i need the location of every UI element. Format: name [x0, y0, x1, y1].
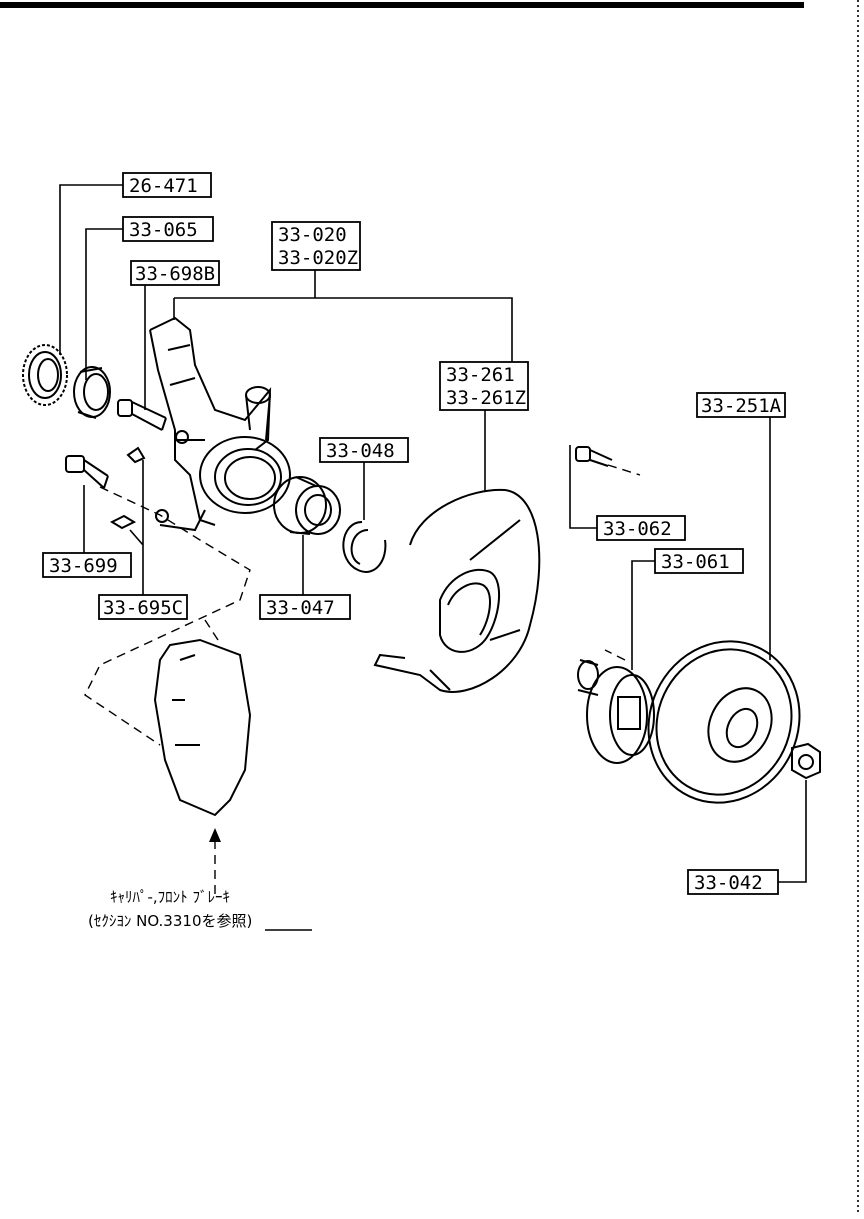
part-label-33-062[interactable]: 33-062	[596, 515, 686, 541]
part-label-33-042[interactable]: 33-042	[687, 869, 779, 895]
part-label-33-261[interactable]: 33-261 33-261Z	[439, 361, 529, 411]
part-number-text: 33-020Z	[278, 247, 358, 269]
hub-bolt-drawing	[575, 446, 613, 467]
part-number-text: 33-698B	[135, 263, 215, 285]
top-border	[0, 2, 804, 8]
part-number-text: 33-061	[661, 551, 730, 573]
part-label-33-065[interactable]: 33-065	[122, 216, 214, 242]
hub-nut-drawing	[791, 742, 821, 780]
snap-ring-drawing	[342, 521, 387, 573]
part-label-33-047[interactable]: 33-047	[259, 594, 351, 620]
steering-knuckle-drawing	[149, 316, 291, 532]
oil-seal-drawing	[73, 366, 111, 419]
part-number-text: 33-261	[446, 364, 515, 386]
part-number-text: 33-047	[266, 597, 335, 619]
sensor-ring-drawing	[22, 344, 68, 406]
part-label-33-020[interactable]: 33-020 33-020Z	[271, 221, 361, 271]
part-number-text: 26-471	[129, 175, 198, 197]
dust-cover-drawing	[373, 488, 541, 693]
part-label-33-695C[interactable]: 33-695C	[98, 594, 188, 620]
part-number-text: 33-042	[694, 872, 763, 894]
part-label-26-471[interactable]: 26-471	[122, 172, 212, 198]
part-label-33-251A[interactable]: 33-251A	[696, 392, 786, 418]
note-line-1: ｷｬﾘﾊﾟ-,ﾌﾛﾝﾄ ﾌﾞﾚｰｷ	[110, 888, 230, 906]
part-number-text: 33-699	[49, 555, 118, 577]
part-number-text: 33-020	[278, 224, 347, 246]
part-number-text: 33-695C	[103, 597, 183, 619]
part-number-text: 33-261Z	[446, 387, 526, 409]
part-number-text: 33-065	[129, 219, 198, 241]
leader-lines	[59, 184, 807, 883]
note-line-2[interactable]: (ｾｸｼﾖﾝ NO.3310を参照)	[88, 912, 252, 930]
caliper-reference-note: ｷｬﾘﾊﾟ-,ﾌﾛﾝﾄ ﾌﾞﾚｰｷ (ｾｸｼﾖﾝ NO.3310を参照)	[88, 888, 312, 931]
part-label-33-699[interactable]: 33-699	[42, 552, 132, 578]
clip-drawing	[109, 446, 146, 530]
part-number-text: 33-048	[326, 440, 395, 462]
knuckle-bolt-drawing	[117, 399, 167, 431]
caliper-arrow	[209, 828, 221, 842]
part-number-text: 33-251A	[701, 395, 782, 417]
brake-caliper-drawing	[153, 638, 252, 817]
wheel-bearing-drawing	[273, 476, 341, 535]
caliper-bolt-drawing	[65, 455, 109, 489]
part-label-33-698B[interactable]: 33-698B	[130, 260, 220, 286]
dashed-assembly-lines	[84, 464, 641, 900]
part-label-33-048[interactable]: 33-048	[319, 437, 409, 463]
wheel-hub-drawing	[577, 659, 655, 764]
part-label-33-061[interactable]: 33-061	[654, 548, 744, 574]
part-number-text: 33-062	[603, 518, 672, 540]
